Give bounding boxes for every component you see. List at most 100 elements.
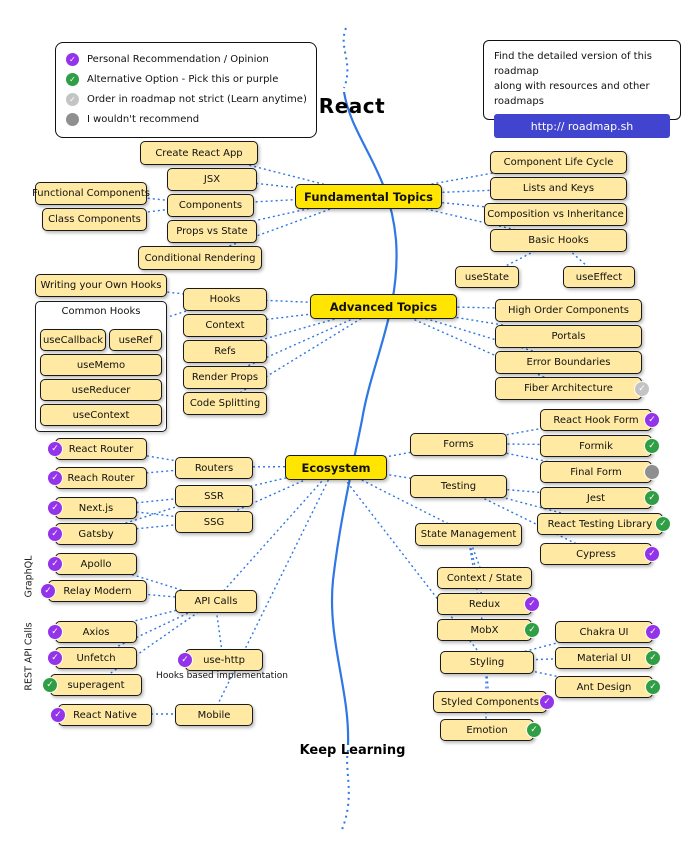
node-ssr[interactable]: SSR bbox=[175, 485, 253, 507]
spine-bottom-dotted bbox=[340, 749, 350, 833]
legend-label: I wouldn't recommend bbox=[87, 113, 200, 125]
node-label: SSG bbox=[203, 516, 225, 528]
node-ant-design[interactable]: Ant Design✓ bbox=[555, 676, 660, 698]
node-label: Cypress bbox=[576, 548, 616, 560]
node-usecallback[interactable]: useCallback bbox=[40, 329, 106, 351]
node-render-props[interactable]: Render Props bbox=[183, 366, 267, 389]
edge-line bbox=[99, 466, 214, 478]
node-refs[interactable]: Refs bbox=[183, 340, 267, 363]
node-error-boundaries[interactable]: Error Boundaries bbox=[495, 351, 642, 374]
node-code-splitting[interactable]: Code Splitting bbox=[183, 392, 267, 415]
node-writing-your-own-hooks[interactable]: Writing your Own Hooks bbox=[35, 274, 167, 297]
node-axios[interactable]: Axios✓ bbox=[48, 621, 137, 643]
node-ecosystem[interactable]: Ecosystem bbox=[285, 455, 387, 480]
node-final-form[interactable]: Final Form bbox=[540, 461, 659, 483]
purple-check-icon: ✓ bbox=[51, 708, 65, 722]
node-functional-components[interactable]: Functional Components bbox=[32, 182, 150, 205]
node-label: Advanced Topics bbox=[329, 299, 438, 314]
node-mobile[interactable]: Mobile bbox=[175, 704, 253, 726]
node-mobx[interactable]: MobX ✓ bbox=[437, 619, 539, 641]
node-label: Relay Modern bbox=[63, 585, 132, 597]
node-label: Styled Components bbox=[441, 696, 539, 708]
node-useeffect[interactable]: useEffect bbox=[563, 266, 635, 288]
node-api-calls[interactable]: API Calls bbox=[175, 590, 257, 613]
node-react-testing-library[interactable]: React Testing Library✓ bbox=[537, 513, 670, 535]
node-state-management[interactable]: State Management bbox=[415, 523, 522, 546]
node-relay-modern[interactable]: Relay Modern✓ bbox=[41, 580, 147, 602]
node-routers[interactable]: Routers bbox=[175, 457, 253, 479]
info-line-1: Find the detailed version of this roadma… bbox=[494, 51, 652, 77]
node-label: useState bbox=[464, 271, 510, 283]
node-nextjs[interactable]: Next.js✓ bbox=[48, 497, 137, 519]
node-context[interactable]: Context bbox=[183, 314, 267, 337]
node-high-order-components[interactable]: High Order Components bbox=[495, 299, 642, 322]
node-testing[interactable]: Testing bbox=[410, 475, 507, 498]
node-label: Styling bbox=[469, 657, 505, 668]
green-check-icon: ✓ bbox=[525, 623, 539, 637]
node-fiber-architecture[interactable]: Fiber Architecture✓ bbox=[495, 377, 649, 400]
node-apollo[interactable]: Apollo✓ bbox=[48, 553, 137, 575]
node-unfetch[interactable]: Unfetch✓ bbox=[48, 647, 137, 669]
node-usereducer[interactable]: useReducer bbox=[40, 379, 162, 401]
node-label: MobX bbox=[470, 624, 499, 636]
edge-line bbox=[382, 304, 568, 389]
green-check-icon: ✓ bbox=[645, 491, 659, 505]
purple-check-icon: ✓ bbox=[48, 625, 62, 639]
node-label: React Router bbox=[68, 443, 134, 455]
legend-item: ✓ Alternative Option - Pick this or purp… bbox=[66, 69, 316, 89]
node-composition-vs-inheritance[interactable]: Composition vs Inheritance bbox=[484, 203, 627, 226]
node-props-vs-state[interactable]: Props vs State bbox=[167, 220, 257, 243]
node-superagent[interactable]: superagent✓ bbox=[43, 674, 142, 696]
node-react-native[interactable]: React Native✓ bbox=[51, 704, 152, 726]
node-label: Error Boundaries bbox=[526, 357, 611, 368]
purple-check-icon: ✓ bbox=[646, 625, 660, 639]
node-components[interactable]: Components bbox=[167, 194, 254, 217]
node-cypress[interactable]: Cypress ✓ bbox=[540, 543, 659, 565]
node-redux[interactable]: Redux✓ bbox=[437, 593, 539, 615]
node-portals[interactable]: Portals bbox=[495, 325, 642, 348]
node-label: Props vs State bbox=[176, 226, 248, 237]
node-gatsby[interactable]: Gatsby✓ bbox=[48, 523, 137, 545]
node-context-state[interactable]: Context / State bbox=[437, 567, 532, 589]
node-fundamental-topics[interactable]: Fundamental Topics bbox=[295, 184, 442, 209]
node-hooks[interactable]: Hooks bbox=[183, 288, 267, 311]
node-label: Hooks bbox=[209, 294, 241, 305]
node-useref[interactable]: useRef bbox=[109, 329, 162, 351]
node-formik[interactable]: Formik✓ bbox=[540, 435, 659, 457]
node-jsx[interactable]: JSX bbox=[167, 168, 257, 191]
node-label: Fiber Architecture bbox=[524, 383, 613, 394]
node-label: Create React App bbox=[155, 147, 243, 159]
gray-dot-icon bbox=[645, 465, 659, 479]
node-label: Emotion bbox=[466, 724, 508, 736]
node-use-http[interactable]: use-http✓ bbox=[178, 649, 263, 671]
node-label: Writing your Own Hooks bbox=[40, 280, 162, 291]
node-label: Lists and Keys bbox=[522, 183, 595, 194]
node-ssg[interactable]: SSG bbox=[175, 511, 253, 533]
node-forms[interactable]: Forms bbox=[410, 433, 507, 456]
node-basic-hooks[interactable]: Basic Hooks bbox=[490, 229, 627, 252]
node-styled-components[interactable]: Styled Components✓ bbox=[433, 691, 554, 713]
node-component-life-cycle[interactable]: Component Life Cycle bbox=[490, 151, 627, 174]
purple-check-icon: ✓ bbox=[645, 413, 659, 427]
node-usecontext[interactable]: useContext bbox=[40, 404, 162, 426]
node-label: High Order Components bbox=[507, 305, 630, 316]
node-emotion[interactable]: Emotion✓ bbox=[440, 719, 541, 741]
node-react-router[interactable]: React Router✓ bbox=[48, 438, 147, 460]
node-material-ui[interactable]: Material UI✓ bbox=[555, 647, 660, 669]
node-class-components[interactable]: Class Components bbox=[42, 208, 147, 231]
node-react-hook-form[interactable]: React Hook Form✓ bbox=[540, 409, 659, 431]
node-create-react-app[interactable]: Create React App bbox=[140, 141, 258, 165]
node-usememo[interactable]: useMemo bbox=[40, 354, 162, 376]
node-usestate[interactable]: useState bbox=[455, 266, 519, 288]
node-advanced-topics[interactable]: Advanced Topics bbox=[310, 294, 457, 319]
node-reach-router[interactable]: Reach Router✓ bbox=[48, 467, 147, 489]
purple-check-icon: ✓ bbox=[645, 547, 659, 561]
node-label: Context bbox=[205, 320, 245, 331]
node-chakra-ui[interactable]: Chakra UI✓ bbox=[555, 621, 660, 643]
node-conditional-rendering[interactable]: Conditional Rendering bbox=[138, 246, 262, 270]
roadmap-sh-link-button[interactable]: http:// roadmap.sh bbox=[494, 114, 670, 138]
node-styling[interactable]: Styling bbox=[440, 651, 534, 674]
node-jest[interactable]: Jest✓ bbox=[540, 487, 659, 509]
node-lists-and-keys[interactable]: Lists and Keys bbox=[490, 177, 627, 200]
